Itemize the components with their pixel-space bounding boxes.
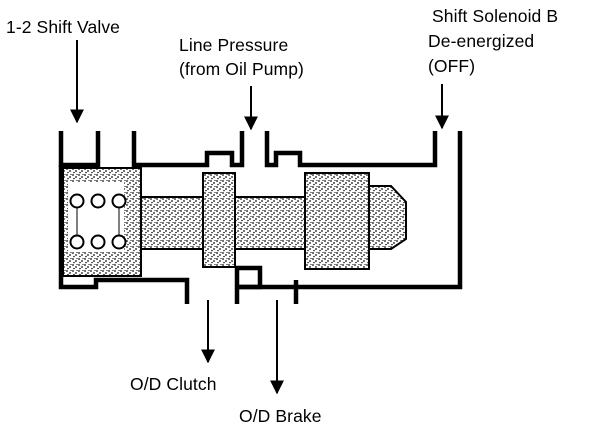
spring bbox=[68, 182, 127, 252]
right-land bbox=[304, 172, 370, 270]
valve-body bbox=[58, 131, 463, 304]
valve-spool bbox=[62, 167, 407, 277]
solenoid-label: Shift Solenoid B bbox=[432, 6, 559, 26]
od-clutch-label: O/D Clutch bbox=[130, 374, 217, 394]
solenoid-off-label: (OFF) bbox=[428, 56, 476, 76]
middle-land bbox=[202, 172, 236, 268]
line-pressure-label: Line Pressure bbox=[179, 35, 289, 55]
plunger-tip bbox=[368, 185, 407, 250]
shift-valve-label: 1-2 Shift Valve bbox=[6, 17, 121, 37]
line-pressure-source-label: (from Oil Pump) bbox=[179, 59, 304, 79]
solenoid-state-label: De-energized bbox=[428, 31, 535, 51]
od-brake-label: O/D Brake bbox=[239, 406, 322, 426]
